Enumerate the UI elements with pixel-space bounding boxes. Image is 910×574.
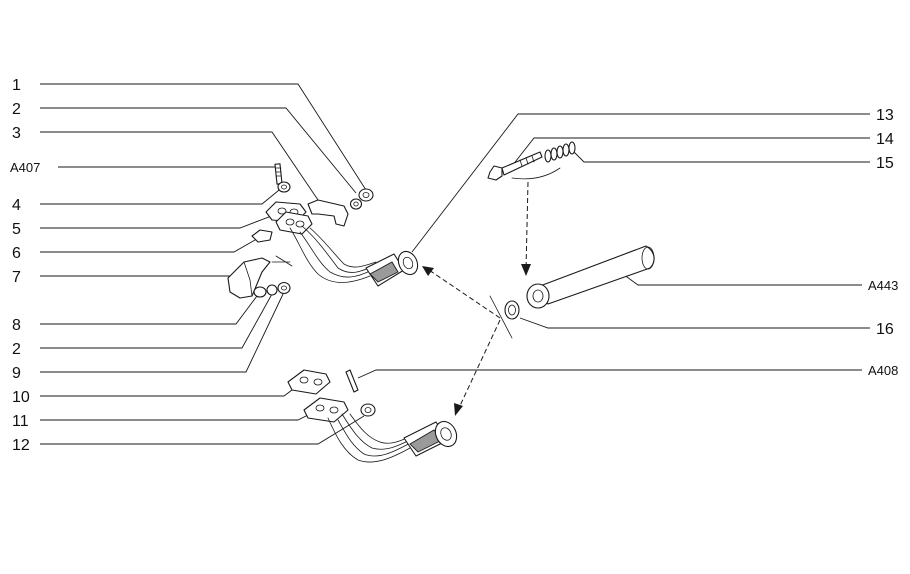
leader-11 (40, 409, 319, 421)
leader-5 (40, 211, 283, 229)
part-3-clamp (307, 199, 349, 227)
part-14-bolt (487, 151, 543, 181)
leader-14 (511, 137, 870, 167)
leader-4 (40, 185, 285, 205)
leader-10 (40, 383, 301, 397)
leader-2-top (40, 107, 357, 194)
leader-1 (40, 83, 367, 191)
label-2-top: 2 (12, 101, 21, 118)
leader-7 (40, 261, 261, 277)
part-A407-stud (274, 163, 283, 185)
part-6-clip (251, 229, 273, 243)
leader-15 (571, 149, 870, 163)
leader-16 (519, 317, 870, 329)
part-8-2-9-stack (253, 281, 291, 298)
label-7: 7 (12, 269, 21, 286)
label-9: 9 (12, 365, 21, 382)
lower-front-pipe (327, 413, 458, 463)
leader-12 (40, 415, 365, 445)
leader-13 (411, 113, 870, 253)
assembly-guides (422, 167, 561, 416)
label-8: 8 (12, 317, 21, 334)
label-4: 4 (12, 197, 21, 214)
label-2-bottom: 2 (12, 341, 21, 358)
label-A407: A407 (10, 160, 40, 175)
leader-lines (40, 83, 870, 445)
part-A408-stud (345, 369, 359, 393)
dash-to-lower-pipe (457, 319, 501, 411)
leader-2-bottom (40, 293, 273, 349)
leader-9 (40, 291, 285, 373)
part-4-nut (277, 181, 291, 193)
upper-fasteners (227, 163, 374, 299)
part-7-bracket (227, 255, 293, 299)
label-A443: A443 (868, 278, 898, 293)
part-15-springs (544, 141, 576, 163)
part-12-nut (360, 403, 376, 417)
label-5: 5 (12, 221, 21, 238)
leader-8 (40, 291, 261, 325)
label-6: 6 (12, 245, 21, 262)
arrowhead-upper-pipe (422, 266, 434, 276)
leader-6 (40, 235, 263, 253)
upper-manifold-flange (275, 211, 313, 235)
label-1: 1 (12, 77, 21, 94)
cut-mark (489, 295, 513, 339)
label-10: 10 (12, 389, 30, 406)
part-10-gasket (287, 369, 331, 395)
part-1-nut (358, 188, 374, 202)
label-13: 13 (876, 107, 894, 124)
part-11-flange (303, 397, 349, 423)
lower-assembly (287, 369, 458, 463)
labels-left: 1 2 3 A407 4 5 6 7 8 2 9 10 11 12 (10, 77, 40, 454)
arrowhead-lower-pipe (454, 403, 463, 416)
label-14: 14 (876, 131, 894, 148)
label-16: 16 (876, 321, 894, 338)
leader-A408 (357, 369, 862, 379)
dash-bolt-to-pipe (525, 181, 529, 271)
label-15: 15 (876, 155, 894, 172)
leader-3 (40, 131, 319, 201)
label-3: 3 (12, 125, 21, 142)
leader-A443 (619, 271, 862, 286)
label-A408: A408 (868, 363, 898, 378)
label-11: 11 (12, 413, 29, 430)
arrowhead-bolt (521, 264, 531, 276)
part-16-seal-ring (504, 300, 520, 320)
part-2-washer (349, 198, 363, 210)
label-12: 12 (12, 437, 30, 454)
part-13-front-pipe (289, 225, 419, 287)
bracket-bolt-springs (511, 167, 561, 180)
dash-to-upper-pipe (425, 267, 501, 319)
labels-right: 13 14 15 A443 16 A408 (868, 107, 898, 378)
part-A443-pipe (526, 245, 655, 309)
